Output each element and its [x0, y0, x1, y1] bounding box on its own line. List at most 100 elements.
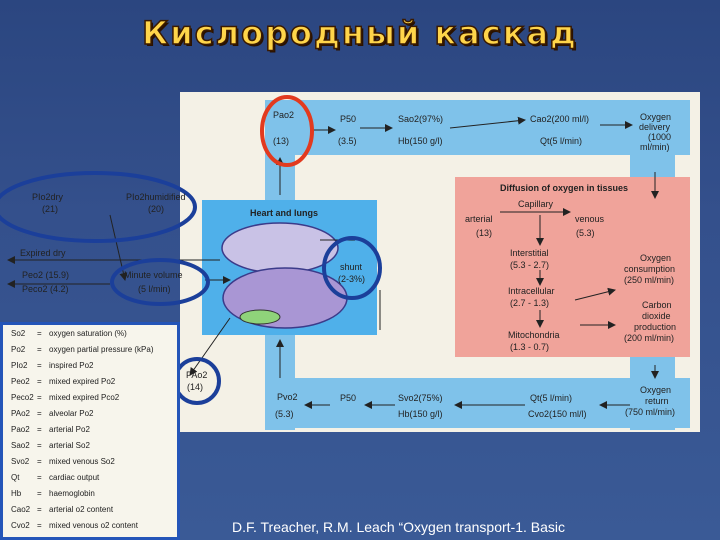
legend-desc: oxygen saturation (%) [49, 329, 127, 338]
pvo2-label: Pvo2 [277, 392, 298, 402]
legend-key: PAo2 [11, 409, 30, 418]
legend-desc: mixed expired Po2 [49, 377, 116, 386]
legend-key: Peo2 [11, 377, 30, 386]
legend-key: Hb [11, 489, 22, 498]
minute-volume-value: (5 l/min) [138, 284, 171, 294]
pao2-alveolar-value: (14) [187, 382, 204, 392]
minute-volume-ring [110, 258, 210, 306]
legend-key: Po2 [11, 345, 26, 354]
legend-desc: arterial So2 [49, 441, 90, 450]
legend-desc: mixed venous o2 content [49, 521, 138, 530]
legend-row: Peo2 = mixed expired Po2 [11, 377, 115, 386]
legend-equals: = [37, 361, 42, 370]
legend-key: Peco2 [11, 393, 34, 402]
tissue-box [455, 177, 690, 357]
pao2-value: (13) [273, 136, 290, 146]
legend-row: PIo2 = inspired Po2 [11, 361, 93, 370]
consumption-l1: Oxygen [640, 253, 672, 263]
legend-key: Pao2 [11, 425, 30, 434]
bottom-hb-label: Hb(150 g/l) [398, 409, 443, 419]
interstitial-value: (5.3 - 2.7) [510, 260, 550, 270]
legend-desc: arterial Po2 [49, 425, 90, 434]
legend-equals: = [37, 409, 42, 418]
svo2-label: Svo2(75%) [398, 393, 443, 403]
slide-title: Кислородный каскад [141, 13, 578, 53]
minute-volume-label: Minute volume [124, 270, 183, 280]
hb-label: Hb(150 g/l) [398, 136, 443, 146]
pao2-label: Pao2 [273, 110, 295, 120]
cao2-label: Cao2(200 ml/l) [530, 114, 590, 124]
legend-row: Hb = haemoglobin [11, 489, 95, 498]
legend-equals: = [37, 377, 42, 386]
venous-label: venous [575, 214, 605, 224]
oxygen-return-l2: return [645, 396, 669, 406]
legend-key: Sao2 [11, 441, 30, 450]
expired-dry-label: Expired dry [20, 248, 66, 258]
legend-desc: mixed venous So2 [49, 457, 115, 466]
legend-desc: cardiac output [49, 473, 100, 482]
mitochondria-value: (1.3 - 0.7) [510, 342, 550, 352]
shunt-label: shunt [340, 262, 363, 272]
arterial-value: (13) [476, 228, 493, 238]
abbreviation-legend: So2=oxygen saturation (%)Po2=oxygen part… [0, 322, 180, 540]
p50-label: P50 [340, 114, 357, 124]
oxygen-delivery-l3: (1000 [648, 132, 672, 142]
co2-l4: (200 ml/min) [624, 333, 675, 343]
legend-equals: = [37, 441, 42, 450]
venous-value: (5.3) [576, 228, 595, 238]
legend-equals: = [37, 505, 42, 514]
legend-desc: haemoglobin [49, 489, 95, 498]
legend-desc: mixed expired Pco2 [49, 393, 120, 402]
legend-row: Svo2=mixed venous So2 [11, 457, 115, 466]
heart-lungs-title: Heart and lungs [250, 208, 319, 218]
tissue-title: Diffusion of oxygen in tissues [500, 183, 629, 193]
arterial-band [265, 100, 690, 155]
legend-row: Sao2 = arterial So2 [11, 441, 90, 450]
legend-row: Pao2 = arterial Po2 [11, 425, 90, 434]
legend-row: Qt=cardiac output [11, 473, 99, 482]
venous-band [265, 378, 690, 428]
pio2-dry-value: (21) [42, 204, 59, 214]
legend-desc: inspired Po2 [49, 361, 94, 370]
legend-row: Peco2=mixed expired Pco2 [11, 393, 119, 402]
cvo2-label: Cvo2(150 ml/l) [528, 409, 587, 419]
legend-row: So2 = oxygen saturation (%) [11, 329, 127, 338]
legend-desc: arterial o2 content [49, 505, 114, 514]
shunt-highlight-ring [322, 236, 382, 300]
bottom-p50-label: P50 [340, 393, 357, 403]
legend-equals: = [37, 329, 42, 338]
pao2-highlight-ring [260, 95, 314, 167]
co2-l1: Carbon [642, 300, 672, 310]
legend-key: Cao2 [11, 505, 31, 514]
capillary-label: Capillary [518, 199, 554, 209]
legend-equals: = [37, 521, 42, 530]
peo2-label: Peo2 (15.9) [22, 270, 70, 280]
oxygen-delivery-l4: ml/min) [640, 142, 670, 152]
pvo2-value: (5.3) [275, 409, 294, 419]
consumption-l3: (250 ml/min) [624, 275, 675, 285]
legend-desc: alveolar Po2 [49, 409, 94, 418]
legend-key: So2 [11, 329, 26, 338]
pio2-humidified-value: (20) [148, 204, 165, 214]
legend-key: PIo2 [11, 361, 28, 370]
arterial-label: arterial [465, 214, 493, 224]
interstitial-label: Interstitial [510, 248, 549, 258]
bottom-qt-label: Qt(5 l/min) [530, 393, 573, 403]
legend-equals: = [37, 457, 42, 466]
pio2-humidified-label: PIo2humidified [126, 192, 186, 202]
legend-row: PAo2 = alveolar Po2 [11, 409, 93, 418]
p50-value: (3.5) [338, 136, 357, 146]
peco2-label: Peco2 (4.2) [22, 284, 69, 294]
shunt-value: (2-3%) [338, 274, 366, 284]
legend-row: Cvo2 = mixed venous o2 content [11, 521, 138, 530]
mitochondria-label: Mitochondria [508, 330, 560, 340]
legend-equals: = [37, 473, 42, 482]
pio2-dry-label: PIo2dry [32, 192, 64, 202]
legend-equals: = [37, 425, 42, 434]
oxygen-return-l1: Oxygen [640, 385, 672, 395]
legend-key: Cvo2 [11, 521, 30, 530]
oxygen-return-l3: (750 ml/min) [625, 407, 676, 417]
oxygen-delivery-l1: Oxygen [640, 112, 672, 122]
legend-equals: = [37, 489, 42, 498]
